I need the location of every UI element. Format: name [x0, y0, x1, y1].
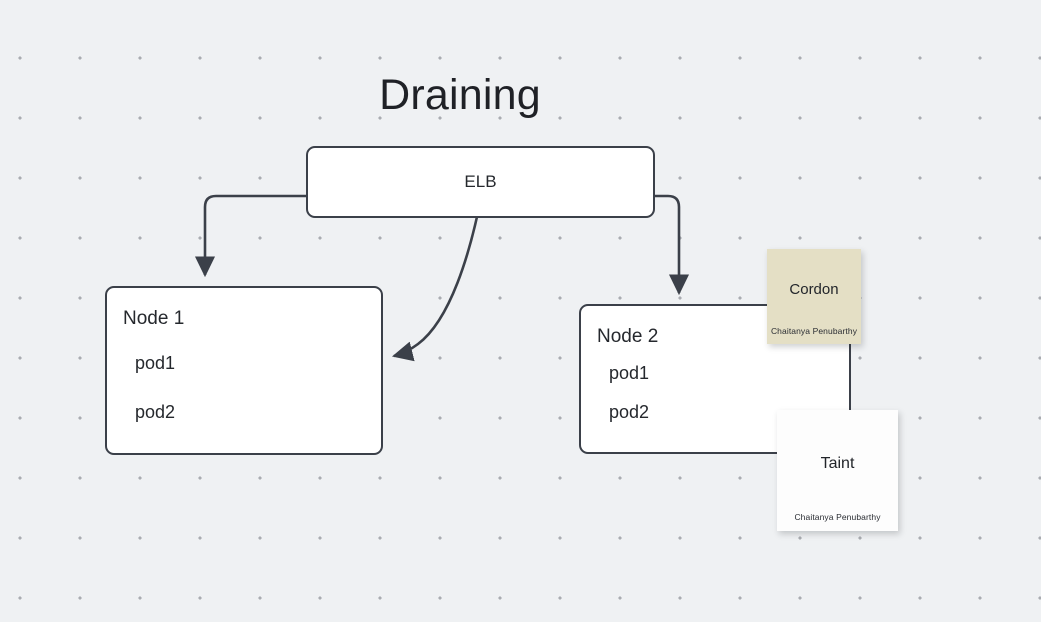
node2-title: Node 2 — [597, 326, 659, 347]
node1-pod-1: pod1 — [135, 353, 176, 373]
node2-pod-1: pod1 — [609, 363, 650, 383]
taint-note-author: Chaitanya Penubarthy — [794, 512, 881, 522]
node1-pod-2: pod2 — [135, 402, 176, 422]
sticky-note-taint[interactable]: Taint Chaitanya Penubarthy — [777, 410, 898, 531]
sticky-note-cordon[interactable]: Cordon Chaitanya Penubarthy — [767, 249, 861, 344]
taint-note-title: Taint — [820, 455, 855, 472]
cordon-note-title: Cordon — [789, 281, 839, 298]
connector-elb-to-node1-orthogonal — [194, 194, 307, 278]
node1-box[interactable]: Node 1 pod1 pod2 — [105, 286, 383, 455]
page-title: Draining — [379, 71, 541, 119]
connector-elb-to-node2-orthogonal — [654, 194, 690, 296]
elb-label: ELB — [464, 172, 497, 191]
elb-node[interactable]: ELB — [306, 146, 655, 218]
node1-title: Node 1 — [123, 308, 185, 329]
cordon-note-author: Chaitanya Penubarthy — [770, 326, 858, 336]
node2-pod-2: pod2 — [609, 402, 650, 422]
